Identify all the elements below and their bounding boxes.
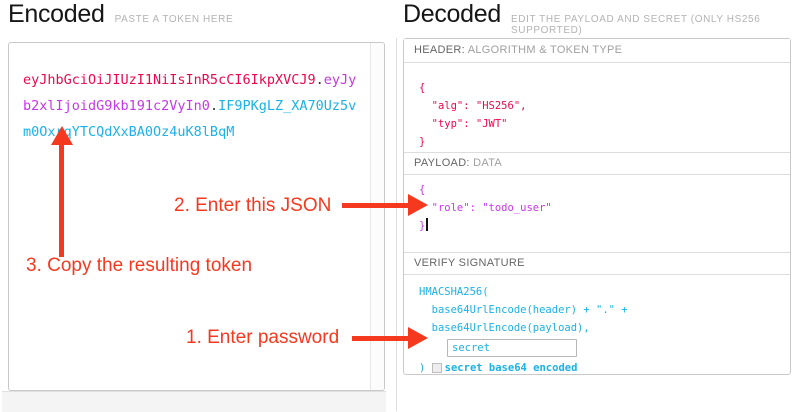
token-signature-segment: IF9PKgLZ_XA70Uz5vm0OxrqYTCQdXxBA0Oz4uK8l… <box>23 98 357 140</box>
encoded-title: Encoded <box>8 0 105 28</box>
base64-encoded-checkbox[interactable] <box>431 363 442 373</box>
payload-section-label: PAYLOAD: DATA <box>404 153 790 175</box>
encoded-token-text: eyJhbGciOiJIUzI1NiIsInR5cCI6IkpXVCJ9.eyJ… <box>23 67 361 145</box>
token-header-segment: eyJhbGciOiJIUzI1NiIsInR5cCI6IkpXVCJ9 <box>23 72 316 88</box>
arrow-step2-head-icon <box>408 194 428 216</box>
arrow-step3-shaft <box>59 143 64 257</box>
encoded-title-row: Encoded PASTE A TOKEN HERE <box>8 0 233 29</box>
annotation-step2: 2. Enter this JSON <box>174 195 332 216</box>
decoded-subtitle: EDIT THE PAYLOAD AND SECRET (ONLY HS256 … <box>510 14 761 36</box>
column-divider <box>396 38 397 411</box>
token-dot-1: . <box>315 72 324 88</box>
arrow-step2-shaft <box>342 203 410 208</box>
encoded-subtitle: PASTE A TOKEN HERE <box>114 14 234 25</box>
close-paren: ) <box>419 362 432 374</box>
text-cursor <box>426 218 429 231</box>
arrow-step1-head-icon <box>408 327 428 349</box>
encoded-horizontal-scrollbar[interactable] <box>2 391 386 412</box>
decoded-header-json[interactable]: { "alg": "HS256", "typ": "JWT" } <box>404 63 790 153</box>
encoded-vertical-scrollbar[interactable] <box>370 43 384 390</box>
arrow-step3-head-icon <box>51 126 73 145</box>
header-section-label: HEADER: ALGORITHM & TOKEN TYPE <box>404 39 790 63</box>
annotation-step1: 1. Enter password <box>186 327 340 348</box>
decoded-title: Decoded <box>403 0 501 28</box>
encoded-token-editor[interactable]: eyJhbGciOiJIUzI1NiIsInR5cCI6IkpXVCJ9.eyJ… <box>8 42 385 391</box>
decoded-title-row: Decoded EDIT THE PAYLOAD AND SECRET (ONL… <box>403 0 793 36</box>
verify-signature-label: VERIFY SIGNATURE <box>404 253 790 275</box>
token-dot-2: . <box>209 98 219 114</box>
base64-encoded-label: secret base64 encoded <box>444 362 578 374</box>
secret-input[interactable] <box>447 339 577 357</box>
arrow-step1-shaft <box>352 336 410 341</box>
decoded-panel: HEADER: ALGORITHM & TOKEN TYPE { "alg": … <box>403 38 791 375</box>
token-payload-segment: eyJyb2xlIjoidG9kb191c2VyIn0 <box>23 72 357 114</box>
verify-signature-block: HMACSHA256( base64UrlEncode(header) + ".… <box>404 275 790 374</box>
decoded-payload-json[interactable]: { "role": "todo_user" } <box>404 175 790 253</box>
annotation-step3: 3. Copy the resulting token <box>26 255 253 276</box>
